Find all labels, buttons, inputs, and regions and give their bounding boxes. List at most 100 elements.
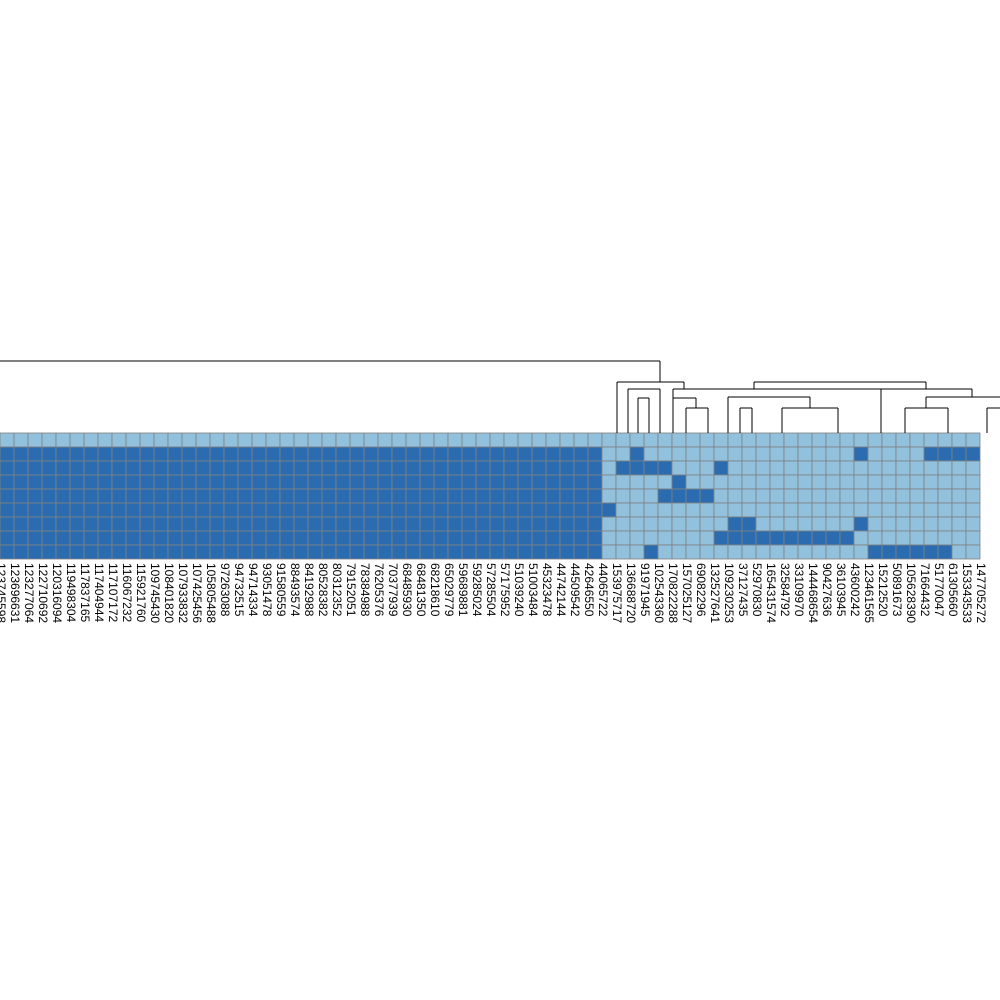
heatmap-cell xyxy=(293,516,309,532)
heatmap-cell xyxy=(755,516,771,532)
heatmap-cell xyxy=(195,432,211,448)
heatmap-cell xyxy=(937,432,953,448)
heatmap-cell xyxy=(601,488,617,504)
heatmap-cell xyxy=(559,488,575,504)
heatmap-cell xyxy=(783,502,799,518)
heatmap-cell xyxy=(657,544,673,560)
heatmap-cell xyxy=(419,474,435,490)
heatmap-cell xyxy=(671,432,687,448)
heatmap-cell xyxy=(209,530,225,546)
heatmap-cell xyxy=(713,488,729,504)
heatmap-cell xyxy=(265,488,281,504)
heatmap-cell xyxy=(923,544,939,560)
heatmap-cell xyxy=(587,432,603,448)
heatmap-cell xyxy=(643,516,659,532)
heatmap-cell xyxy=(741,488,757,504)
heatmap-cell xyxy=(97,530,113,546)
heatmap-cell xyxy=(867,474,883,490)
heatmap-cell xyxy=(713,502,729,518)
heatmap-cell xyxy=(951,460,967,476)
heatmap-cell xyxy=(573,432,589,448)
heatmap-cell xyxy=(139,446,155,462)
heatmap-cell xyxy=(699,516,715,532)
heatmap-cell xyxy=(321,488,337,504)
heatmap-cell xyxy=(699,488,715,504)
heatmap-cell xyxy=(181,530,197,546)
heatmap-cell xyxy=(279,460,295,476)
heatmap-cell xyxy=(629,460,645,476)
heatmap-cell xyxy=(475,488,491,504)
heatmap-cell xyxy=(545,516,561,532)
heatmap-cell xyxy=(657,474,673,490)
heatmap-cell xyxy=(475,432,491,448)
column-label: 43600242 xyxy=(848,563,862,617)
heatmap-cell xyxy=(153,544,169,560)
heatmap-cell xyxy=(0,446,15,462)
heatmap-cell xyxy=(783,474,799,490)
heatmap-cell xyxy=(951,530,967,546)
heatmap-cell xyxy=(909,488,925,504)
heatmap-cell xyxy=(545,488,561,504)
heatmap-cell xyxy=(349,530,365,546)
column-label: 109745430 xyxy=(148,563,162,623)
heatmap-cell xyxy=(867,446,883,462)
heatmap-cell xyxy=(489,432,505,448)
heatmap-cell xyxy=(629,474,645,490)
heatmap-cell xyxy=(377,530,393,546)
heatmap-cell xyxy=(573,530,589,546)
heatmap-cell xyxy=(671,474,687,490)
column-label: 107425456 xyxy=(190,563,204,623)
heatmap-cell xyxy=(685,432,701,448)
heatmap-cell xyxy=(587,544,603,560)
column-label: 51770047 xyxy=(932,563,946,617)
heatmap-cell xyxy=(461,488,477,504)
heatmap-cell xyxy=(55,460,71,476)
heatmap-cell xyxy=(489,446,505,462)
heatmap-cell xyxy=(601,432,617,448)
heatmap-cell xyxy=(909,544,925,560)
column-label: 79152051 xyxy=(344,563,358,617)
heatmap-cell xyxy=(573,446,589,462)
heatmap-cell xyxy=(139,544,155,560)
heatmap-cell xyxy=(489,544,505,560)
heatmap-cell xyxy=(853,530,869,546)
heatmap-cell xyxy=(839,516,855,532)
heatmap-cell xyxy=(741,446,757,462)
heatmap-cell xyxy=(867,530,883,546)
heatmap-cell xyxy=(181,474,197,490)
heatmap-cell xyxy=(769,530,785,546)
heatmap-cell xyxy=(97,502,113,518)
heatmap-cell xyxy=(125,530,141,546)
heatmap-cell xyxy=(727,446,743,462)
heatmap-cell xyxy=(139,474,155,490)
heatmap-cell xyxy=(671,488,687,504)
heatmap-cell xyxy=(601,460,617,476)
heatmap-cell xyxy=(503,432,519,448)
heatmap-cell xyxy=(419,432,435,448)
heatmap-cell xyxy=(97,432,113,448)
heatmap-cell xyxy=(839,432,855,448)
heatmap-cell xyxy=(643,488,659,504)
heatmap-cell xyxy=(111,530,127,546)
heatmap-cell xyxy=(629,446,645,462)
heatmap-cell xyxy=(27,544,43,560)
heatmap-cell xyxy=(265,446,281,462)
heatmap-cell xyxy=(755,474,771,490)
heatmap-cell xyxy=(517,502,533,518)
heatmap-cell xyxy=(405,530,421,546)
column-label: 50891673 xyxy=(890,563,904,617)
heatmap-cell xyxy=(853,446,869,462)
heatmap-cell xyxy=(405,544,421,560)
heatmap-cell xyxy=(41,432,57,448)
heatmap-cell xyxy=(727,530,743,546)
column-label: 80528382 xyxy=(316,563,330,617)
heatmap-cell xyxy=(839,446,855,462)
heatmap-cell xyxy=(363,488,379,504)
heatmap-cell xyxy=(321,502,337,518)
heatmap-cell xyxy=(657,516,673,532)
heatmap-cell xyxy=(531,474,547,490)
heatmap-cell xyxy=(195,516,211,532)
heatmap-cell xyxy=(0,432,15,448)
heatmap-cell xyxy=(699,530,715,546)
